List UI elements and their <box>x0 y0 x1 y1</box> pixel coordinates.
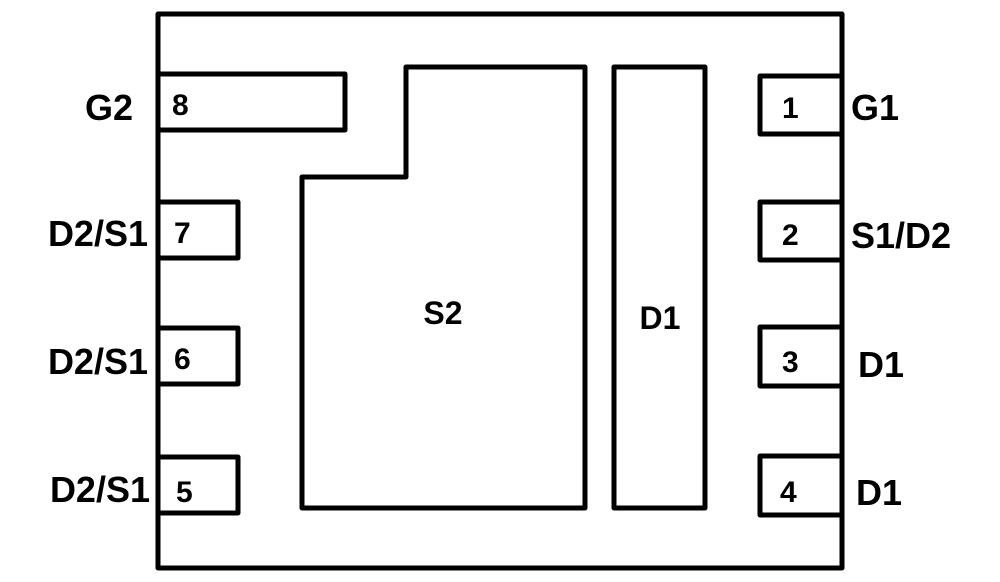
pin-5-number: 5 <box>176 476 193 509</box>
pin-8-number: 8 <box>172 89 189 122</box>
pin-4-number: 4 <box>780 476 797 509</box>
pin-6-label: D2/S1 <box>48 341 148 382</box>
pin-1-pad <box>757 73 845 137</box>
pin-5-pad <box>155 454 241 516</box>
pin-6-pad <box>155 325 241 387</box>
pin-6-number: 6 <box>174 343 191 376</box>
pin-8-label: G2 <box>85 87 133 128</box>
pin-4-pad <box>757 453 845 518</box>
pin-2-number: 2 <box>782 219 799 252</box>
pin-3-number: 3 <box>782 346 799 379</box>
pin-1-number: 1 <box>782 92 799 125</box>
s2-pad <box>299 64 588 511</box>
pin-3-label: D1 <box>858 344 904 385</box>
package-outline <box>155 11 845 571</box>
d1-pad-label: D1 <box>640 300 681 336</box>
pin-7-number: 7 <box>174 217 191 250</box>
d1-pad <box>611 64 708 511</box>
pin-8-pad <box>155 71 348 133</box>
pin-3-pad <box>757 324 845 389</box>
pin-2-pad <box>757 199 845 263</box>
s2-pad-label: S2 <box>423 295 462 331</box>
pin-4-label: D1 <box>856 472 902 513</box>
pin-2-label: S1/D2 <box>851 215 951 256</box>
pin-7-label: D2/S1 <box>48 213 148 254</box>
pin-5-label: D2/S1 <box>50 469 150 510</box>
pin-1-label: G1 <box>851 87 899 128</box>
pin-7-pad <box>155 199 241 261</box>
